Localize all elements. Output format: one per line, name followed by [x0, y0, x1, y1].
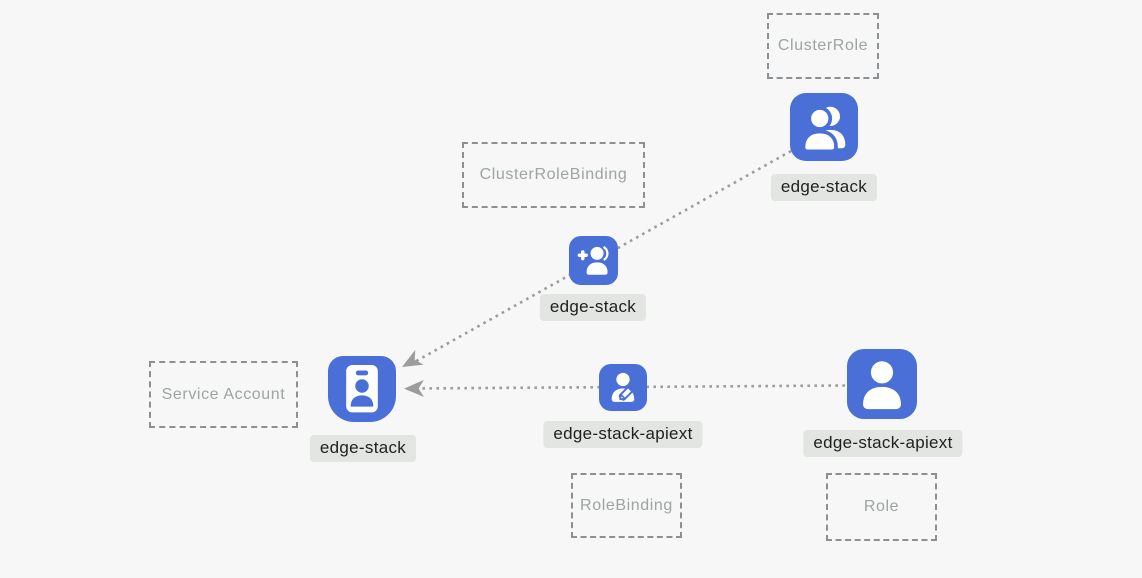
kind-box-rolebinding: RoleBinding: [571, 473, 682, 538]
kind-label-rolebinding: RoleBinding: [580, 496, 673, 514]
user-plus-icon: [577, 246, 609, 275]
arrowhead-clusterrole-edge: [402, 349, 424, 367]
rolebinding-name-label: edge-stack-apiext: [543, 421, 703, 448]
users-icon: [801, 106, 846, 154]
clusterrole-node: [790, 93, 858, 161]
id-badge-icon: [346, 364, 378, 413]
user-icon: [863, 361, 901, 410]
kind-label-clusterrole: ClusterRole: [777, 37, 869, 54]
rolebinding-node: [599, 364, 647, 411]
arrowhead-role-edge: [404, 379, 425, 397]
role-node: [847, 349, 917, 419]
serviceaccount-node: [328, 356, 396, 422]
kind-label-serviceaccount: Service Account: [161, 385, 286, 403]
kind-label-role: Role: [863, 498, 900, 515]
kind-box-serviceaccount: Service Account: [149, 361, 298, 428]
kind-box-clusterrolebinding: ClusterRoleBinding: [462, 142, 645, 208]
serviceaccount-name-label: edge-stack: [309, 435, 417, 462]
kind-label-clusterrolebinding: ClusterRoleBinding: [479, 166, 628, 183]
clusterrolebinding-node: [569, 236, 618, 285]
role-name-label: edge-stack-apiext: [803, 430, 963, 457]
kind-box-role: Role: [826, 473, 937, 541]
clusterrolebinding-name-label: edge-stack: [539, 294, 647, 321]
clusterrole-name-label: edge-stack: [770, 174, 878, 201]
kind-box-clusterrole: ClusterRole: [767, 13, 879, 79]
user-edit-icon: [611, 372, 635, 402]
